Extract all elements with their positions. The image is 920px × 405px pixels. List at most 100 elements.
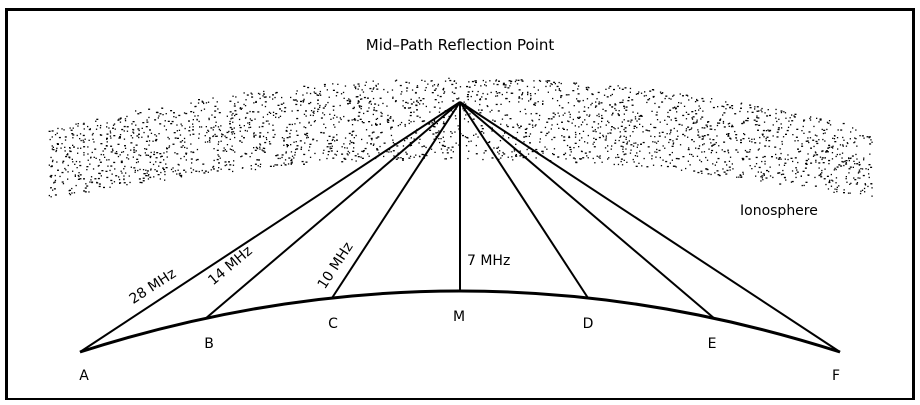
ionosphere-dot (694, 110, 697, 112)
ionosphere-dot (136, 158, 139, 160)
ionosphere-dot (813, 145, 815, 148)
ionosphere-dot (625, 109, 628, 111)
ionosphere-dot (51, 165, 53, 167)
ionosphere-dot (75, 123, 77, 125)
ionosphere-dot (652, 164, 655, 166)
ionosphere-dot (562, 127, 564, 129)
ionosphere-dot (352, 107, 355, 110)
ionosphere-dot (370, 103, 372, 105)
ionosphere-dot (458, 128, 460, 130)
ionosphere-dot (855, 138, 857, 140)
ionosphere-dot (826, 128, 828, 131)
ionosphere-dot (638, 91, 640, 93)
ionosphere-dot (207, 129, 209, 131)
ionosphere-dot (141, 127, 143, 129)
ionosphere-dot (354, 119, 357, 121)
ionosphere-dot (111, 148, 114, 150)
ionosphere-dot (508, 80, 511, 82)
ionosphere-dot (801, 130, 803, 132)
ionosphere-dot (195, 105, 197, 108)
ionosphere-dot (697, 147, 700, 150)
ionosphere-dot (178, 164, 180, 166)
ionosphere-dot (346, 153, 348, 155)
ionosphere-dot (627, 120, 630, 122)
ionosphere-dot (864, 191, 866, 193)
ionosphere-dot (229, 138, 231, 140)
ionosphere-dot (871, 195, 873, 197)
ionosphere-dot (604, 139, 607, 141)
ionosphere-dot (448, 77, 450, 79)
ionosphere-dot (754, 106, 756, 108)
ionosphere-dot (760, 176, 762, 178)
ionosphere-dot (340, 93, 343, 95)
ionosphere-dot (336, 150, 338, 152)
ionosphere-dot (326, 89, 328, 91)
ionosphere-dot (697, 129, 699, 131)
ionosphere-dot (560, 82, 562, 85)
ionosphere-dot (482, 79, 484, 82)
label-10-mhz: 10 MHz (315, 240, 357, 293)
ionosphere-dot (357, 100, 359, 102)
ionosphere-dot (430, 80, 432, 82)
ionosphere-dot (558, 127, 560, 129)
ionosphere-dot (272, 129, 275, 131)
ionosphere-dot (824, 132, 826, 134)
ionosphere-dot (84, 191, 87, 193)
ionosphere-dot (192, 119, 194, 121)
ionosphere-dot (496, 147, 499, 149)
ionosphere-dot (809, 119, 812, 121)
ionosphere-dot (853, 177, 855, 179)
ionosphere-dot (451, 146, 454, 148)
ionosphere-dot (599, 157, 601, 159)
ionosphere-dot (767, 109, 769, 111)
ionosphere-dot (767, 129, 769, 131)
ionosphere-dot (106, 176, 109, 179)
ionosphere-dot (143, 173, 145, 175)
ionosphere-dot (392, 119, 394, 121)
ionosphere-dot (425, 105, 427, 108)
ionosphere-dot (327, 150, 330, 153)
ionosphere-dot (521, 80, 524, 82)
ionosphere-dot (338, 121, 340, 123)
ionosphere-dot (303, 85, 306, 87)
ionosphere-dot (690, 128, 692, 130)
ionosphere-dot (56, 147, 58, 149)
ionosphere-dot (64, 150, 66, 152)
ionosphere-dot (622, 141, 625, 143)
ionosphere-dot (143, 131, 145, 134)
ionosphere-dot (198, 137, 200, 139)
ionosphere-dot (83, 146, 86, 148)
ionosphere-dot (821, 150, 824, 152)
ionosphere-dot (405, 153, 408, 155)
ionosphere-dot (526, 148, 528, 151)
ionosphere-dot (437, 83, 439, 85)
ionosphere-dot (431, 80, 433, 82)
ionosphere-dot (192, 129, 194, 131)
ionosphere-dot (366, 142, 368, 144)
ionosphere-dot (730, 126, 733, 128)
ionosphere-dot (777, 172, 780, 174)
ionosphere-dot (118, 178, 121, 181)
ionosphere-dot (400, 121, 403, 124)
ionosphere-dot (756, 116, 758, 119)
ionosphere-dot (339, 104, 341, 107)
ionosphere-dot (94, 178, 97, 180)
ionosphere-dot (281, 156, 283, 159)
ionosphere-dot (92, 132, 94, 135)
ionosphere-dot (625, 127, 627, 129)
ionosphere-dot (371, 90, 373, 92)
ionosphere-dot (80, 147, 82, 149)
ionosphere-dot (693, 121, 695, 124)
ionosphere-dot (702, 100, 705, 102)
ionosphere-dot (834, 167, 836, 169)
ionosphere-dot (75, 160, 78, 163)
ionosphere-dot (859, 192, 862, 195)
ionosphere-dot (818, 121, 820, 123)
ionosphere-dot (672, 95, 674, 97)
ionosphere-dot (253, 135, 255, 137)
ionosphere-dot (314, 92, 317, 94)
ionosphere-dot (711, 128, 713, 130)
ionosphere-dot (190, 171, 193, 174)
ionosphere-dot (137, 128, 140, 130)
